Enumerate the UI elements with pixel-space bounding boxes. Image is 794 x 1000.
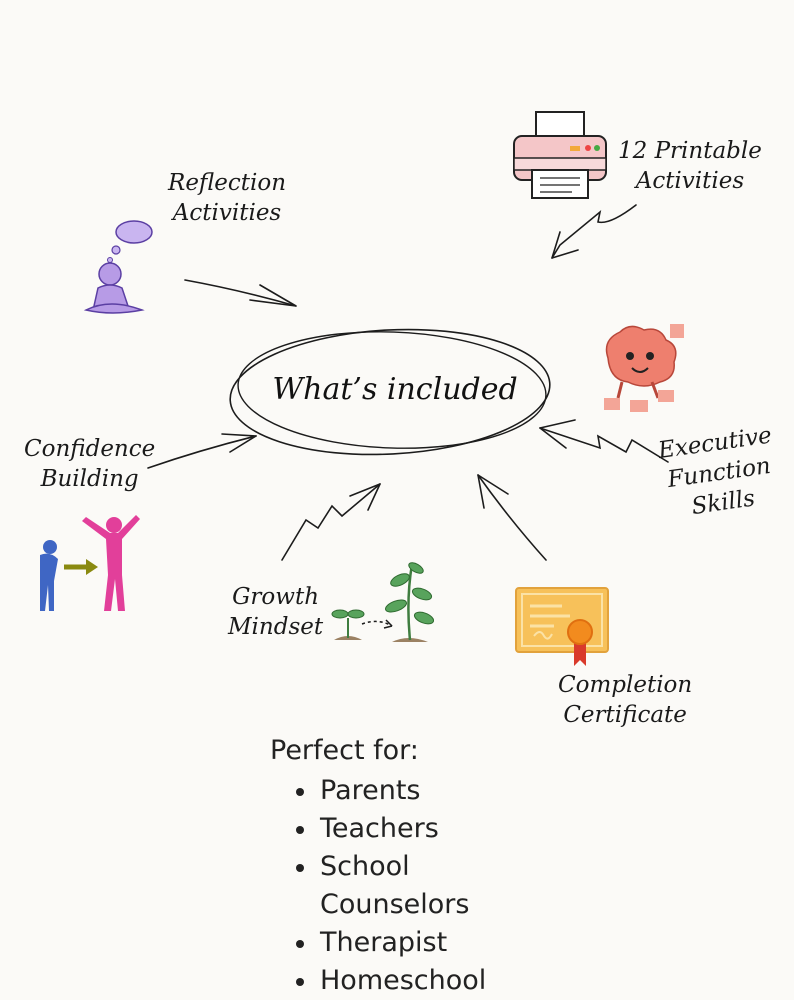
- list-item: Parents: [290, 772, 520, 810]
- arrow-reflection: [184, 279, 297, 307]
- audience-list: Parents Teachers School Counselors Thera…: [290, 772, 520, 1000]
- feature-label-growth: Growth Mindset: [228, 584, 324, 640]
- list-item: Teachers: [290, 810, 520, 848]
- audience-heading: Perfect for:: [270, 735, 419, 766]
- confidence-people-icon: [40, 515, 140, 611]
- center-title: What’s included: [272, 372, 518, 407]
- brain-puzzle-icon: [604, 324, 684, 412]
- sprouting-plant-icon: [331, 562, 434, 642]
- list-item: Homeschool: [290, 962, 520, 1000]
- arrow-confidence: [147, 435, 257, 469]
- list-item: School Counselors: [290, 848, 520, 924]
- feature-label-confidence: Confidence Building: [24, 436, 156, 492]
- printer-icon: [513, 111, 607, 199]
- certificate-icon: [515, 587, 609, 666]
- thinking-person-icon: [83, 220, 153, 314]
- feature-label-reflection: Reflection Activities: [168, 170, 287, 226]
- arrow-certificate: [477, 474, 547, 561]
- arrow-executive: [539, 427, 669, 463]
- feature-label-executive: Executive Function Skills: [656, 422, 774, 521]
- arrow-printer: [551, 204, 637, 259]
- list-item: Therapist: [290, 924, 520, 962]
- feature-label-certificate: Completion Certificate: [558, 672, 693, 728]
- feature-label-printable: 12 Printable Activities: [618, 138, 762, 194]
- arrow-growth: [281, 483, 381, 561]
- center-ellipse: [229, 328, 551, 456]
